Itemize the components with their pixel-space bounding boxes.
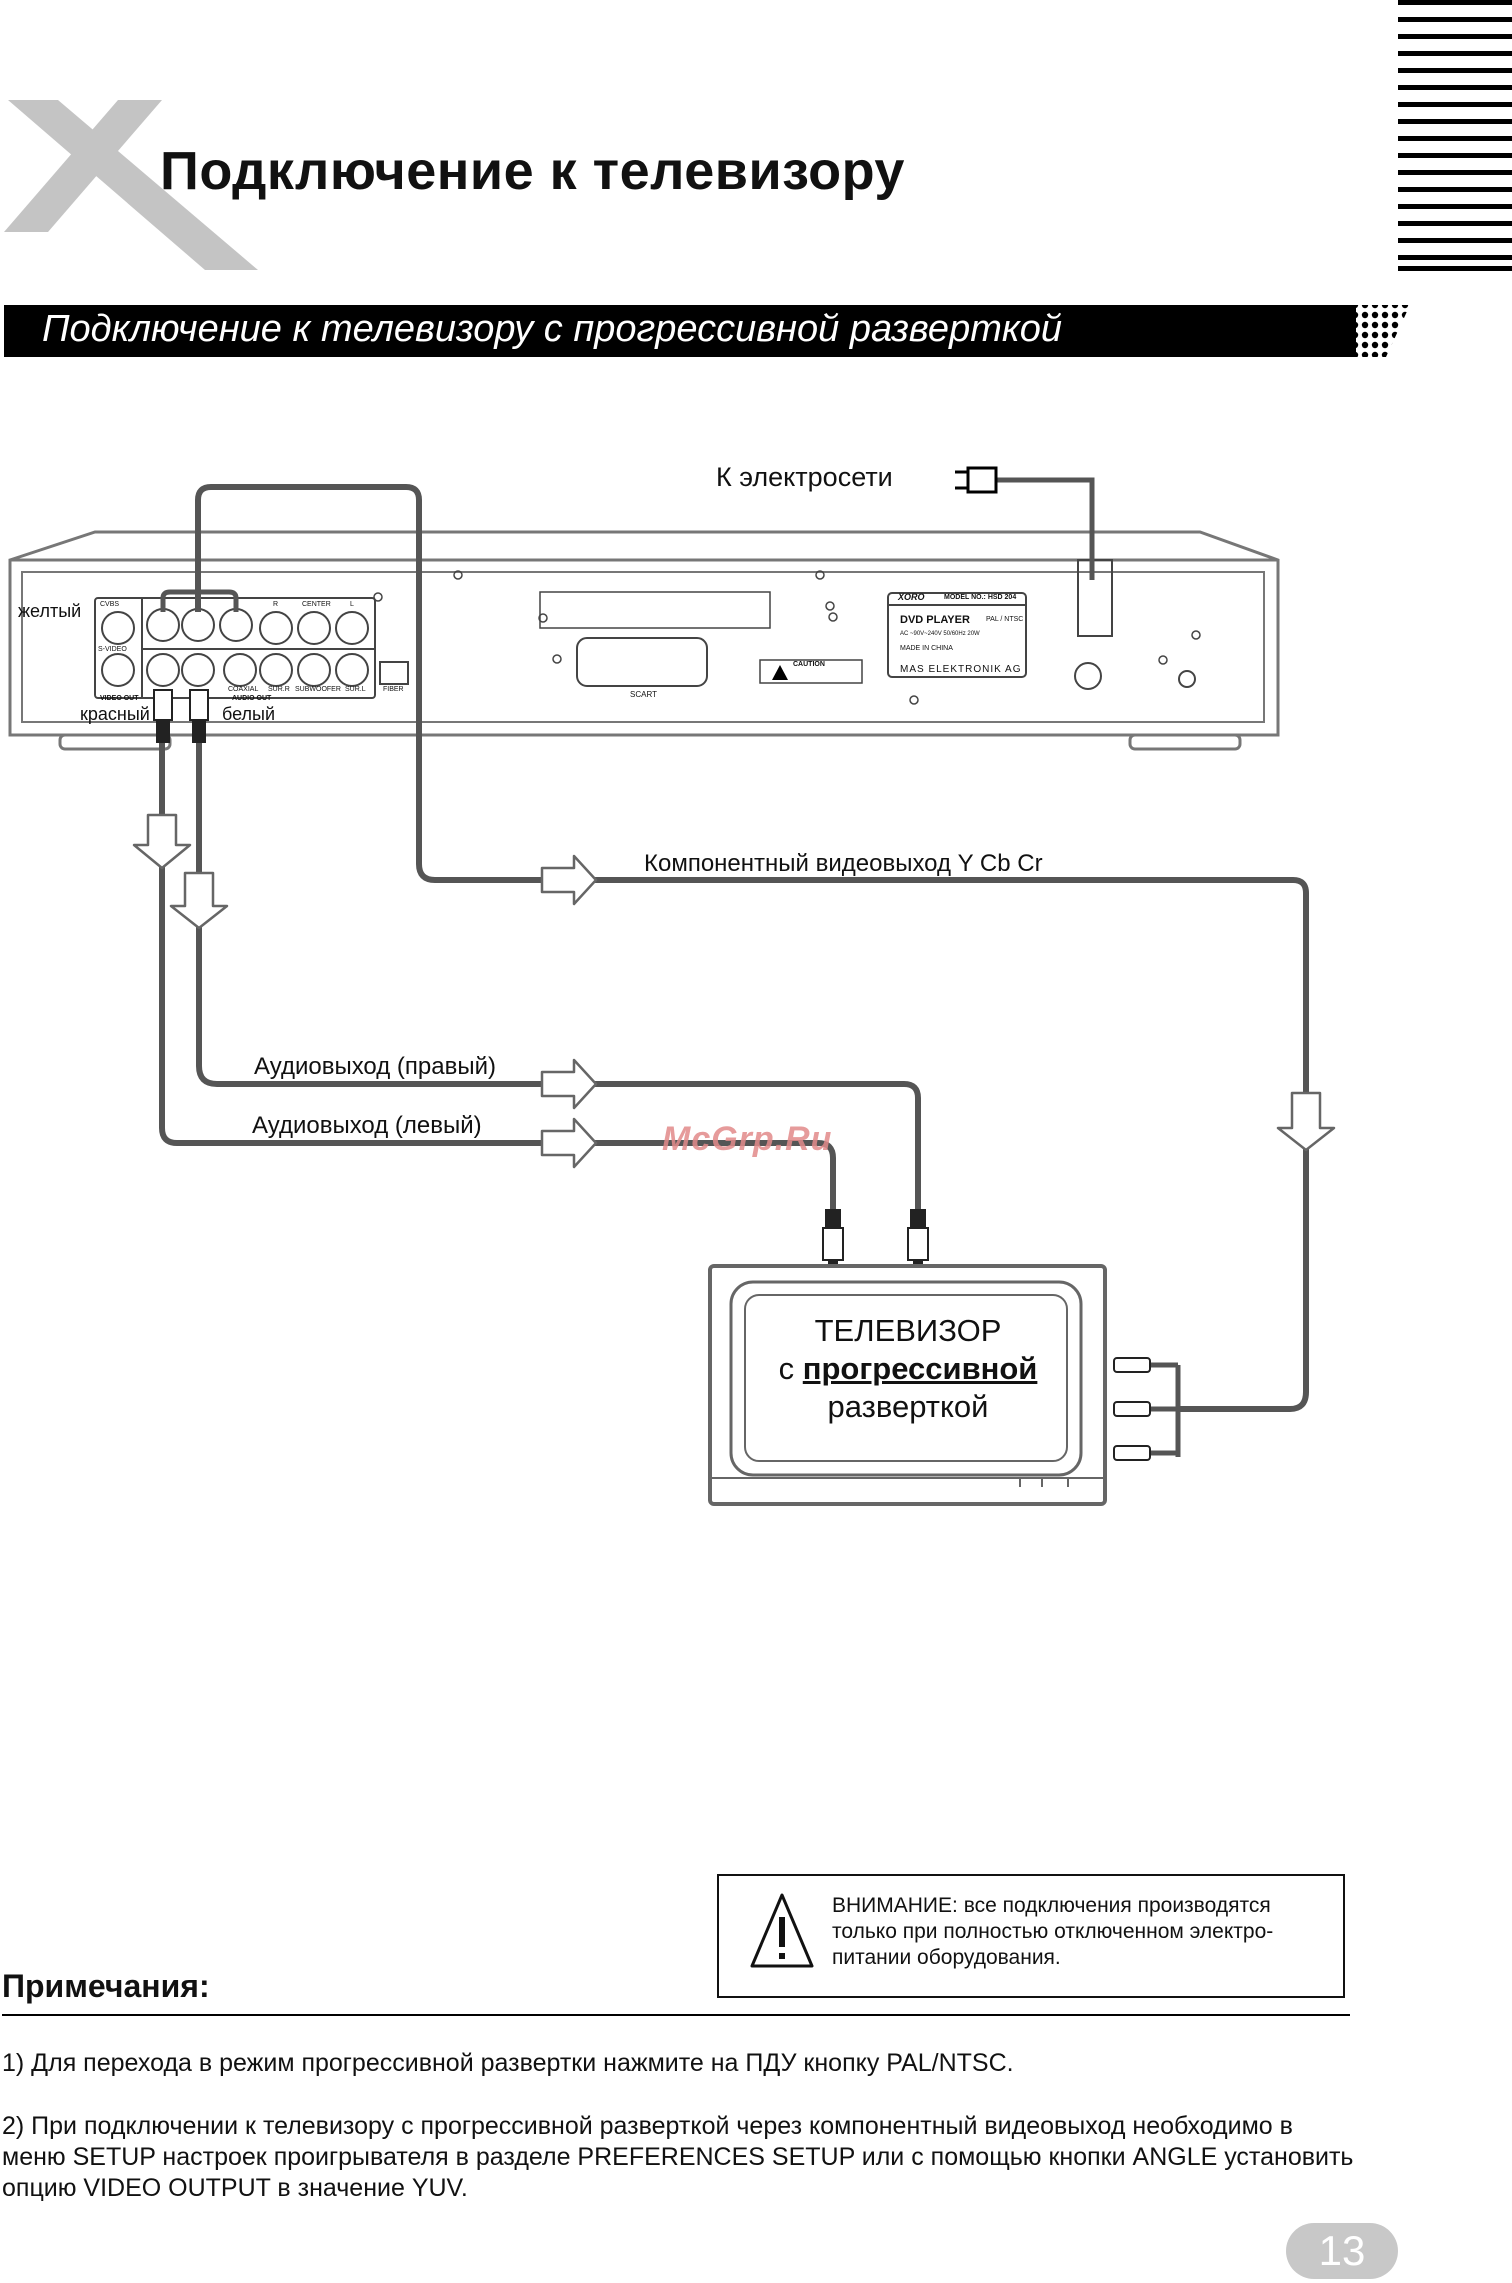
- warning-box: [717, 1874, 1345, 1998]
- caution-triangle-icon: [772, 665, 788, 680]
- component-cable: [160, 484, 1309, 1412]
- panel-r: R: [273, 601, 279, 608]
- jack-label-white: белый: [222, 704, 276, 724]
- tv-component-inputs: [1113, 1357, 1181, 1461]
- section-title: Подключение к телевизору с прогрессивной…: [42, 308, 1063, 350]
- watermark: McGrp.Ru: [662, 1120, 833, 1158]
- header-stripes: [1398, 0, 1512, 271]
- panel-model: MODEL NO.: HSD 204: [944, 594, 1017, 601]
- panel-surl: SUR.L: [345, 686, 366, 693]
- jack-label-red: красный: [80, 704, 150, 724]
- panel-subwoofer: SUBWOOFER: [295, 686, 341, 693]
- xoro-x-logo: [4, 100, 258, 270]
- panel-caution: CAUTION: [793, 661, 825, 668]
- warning-triangle-icon: [750, 1893, 814, 1968]
- panel-power-spec: AC ~90V~240V 50/60Hz 20W: [900, 631, 980, 637]
- panel-cvbs: CVBS: [100, 601, 120, 608]
- audio-left-label: Аудиовыход (левый): [252, 1112, 482, 1139]
- panel-coaxial: COAXIAL: [228, 686, 259, 693]
- panel-product: DVD PLAYER: [900, 614, 970, 626]
- warning-text: ВНИМАНИЕ: все подключения производятся т…: [832, 1894, 1274, 1969]
- panel-video-out: VIDEO OUT: [100, 695, 139, 702]
- panel-system: PAL / NTSC: [986, 616, 1024, 623]
- dvd-player-rear: [8, 530, 1280, 751]
- panel-surr: SUR.R: [268, 686, 290, 693]
- notes-title: Примечания:: [2, 1968, 210, 2004]
- panel-center: CENTER: [302, 601, 331, 608]
- panel-maker: MAS ELEKTRONIK AG: [900, 664, 1022, 675]
- tv-set: [708, 1264, 1107, 1506]
- component-cable-label: Компонентный видеовыход Y Cb Cr: [644, 850, 1043, 877]
- tv-label-line3: разверткой: [827, 1389, 989, 1424]
- tv-label-line2: с прогрессивной: [748, 1350, 1068, 1388]
- rca-plugs-player: [153, 689, 209, 743]
- panel-brand: XORO: [898, 592, 925, 602]
- flow-arrows: [132, 813, 1336, 1169]
- jack-label-yellow: желтый: [18, 601, 82, 621]
- rca-plugs-tv: [822, 1209, 929, 1273]
- section-bar: [4, 305, 1356, 357]
- power-label: К электросети: [716, 462, 893, 492]
- tv-label: ТЕЛЕВИЗОР с прогрессивной разверткой: [748, 1312, 1068, 1426]
- jack-panel: [94, 559, 1196, 699]
- note-item-1: 1) Для перехода в режим прогрессивной ра…: [2, 2049, 1014, 2077]
- panel-fiber: FIBER: [383, 686, 404, 693]
- power-cord: [955, 466, 1095, 580]
- tv-label-bold: прогрессивной: [802, 1351, 1038, 1386]
- tv-label-prefix: с: [778, 1351, 803, 1386]
- notes-divider: [2, 2014, 1350, 2016]
- note-item-2: 2) При подключении к телевизору с прогре…: [2, 2112, 1354, 2202]
- panel-scart: SCART: [630, 690, 657, 699]
- page-title: Подключение к телевизору: [160, 141, 905, 201]
- panel-audio-out: AUDIO OUT: [232, 695, 272, 702]
- panel-l: L: [350, 601, 354, 608]
- panel-svideo: S-VIDEO: [98, 646, 127, 653]
- tv-label-line1: ТЕЛЕВИЗОР: [814, 1313, 1002, 1348]
- section-bar-dots: [1340, 305, 1410, 357]
- panel-screws: [373, 570, 1201, 705]
- audio-right-label: Аудиовыход (правый): [254, 1053, 497, 1080]
- panel-made-in: MADE IN CHINA: [900, 645, 953, 652]
- page-number-badge: 13: [1286, 2223, 1398, 2279]
